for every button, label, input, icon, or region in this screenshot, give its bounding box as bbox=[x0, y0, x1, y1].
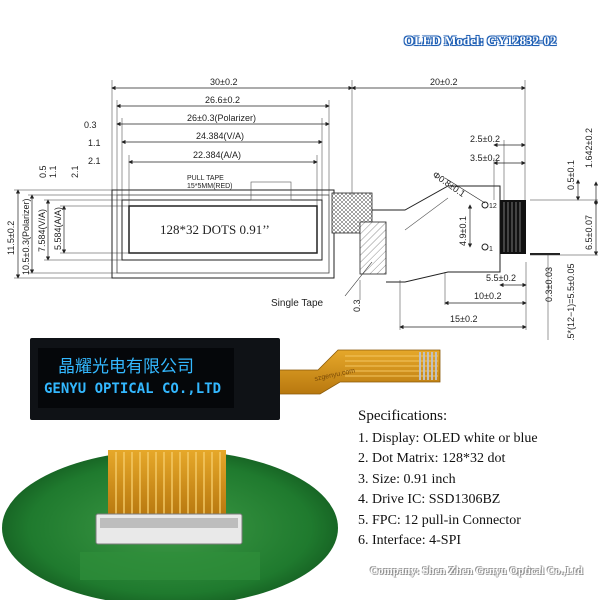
pull-tape-size: 15*5MM(RED) bbox=[187, 183, 233, 190]
display-line2: GENYU OPTICAL CO.,LTD bbox=[44, 381, 221, 397]
dim-24-va: 24.384(V/A) bbox=[196, 131, 244, 141]
dim-0-3: 0.3 bbox=[352, 299, 362, 312]
pcb-fpc-tail bbox=[108, 450, 226, 516]
specifications: Specifications: 1. Display: OLED white o… bbox=[358, 406, 598, 552]
tape-hatch bbox=[359, 221, 387, 275]
label-0-3: 0.3 bbox=[84, 120, 97, 130]
company-name: Company: Shen Zhen Genyu Optical Co.,Ltd bbox=[370, 565, 584, 577]
dim-0-5-left: 0.5 bbox=[38, 165, 48, 178]
dim-pitch: P0.5*(12−1)=5.5±0.05 bbox=[566, 263, 576, 340]
single-tape-label: Single Tape bbox=[271, 298, 324, 309]
dim-20: 20±0.2 bbox=[430, 77, 457, 87]
label-1-1: 1.1 bbox=[88, 138, 101, 148]
pcb-trace-area bbox=[80, 552, 260, 580]
alignment-hole-bottom bbox=[481, 243, 489, 251]
dim-5-584: 5.584(A/A) bbox=[53, 207, 63, 250]
phi-leader bbox=[444, 177, 486, 204]
display-line1: 晶耀光电有限公司 bbox=[58, 357, 194, 377]
oled-screen bbox=[38, 348, 234, 408]
pull-tape-box bbox=[250, 181, 292, 201]
dim-26-polarizer: 26±0.3(Polarizer) bbox=[187, 113, 256, 123]
polarizer-outline bbox=[116, 194, 330, 274]
spec-item-dot-matrix: 2. Dot Matrix: 128*32 dot bbox=[358, 451, 506, 466]
alignment-hole-top bbox=[481, 201, 489, 209]
dim-10: 10±0.2 bbox=[474, 291, 501, 301]
dim-0-3-003: 0.3±0.03 bbox=[544, 267, 554, 302]
fpc-bend-line bbox=[404, 197, 449, 231]
dim-7-584: 7.584(V/A) bbox=[37, 209, 47, 252]
zif-latch bbox=[100, 518, 238, 528]
dim-5-5: 5.5±0.2 bbox=[486, 273, 516, 283]
dim-4-9: 4.9±0.1 bbox=[458, 216, 468, 246]
dim-3-5: 3.5±0.2 bbox=[470, 153, 500, 163]
dim-6-5: 6.5±0.07 bbox=[584, 215, 594, 250]
spec-item-display: 1. Display: OLED white or blue bbox=[358, 430, 538, 446]
screen-label: 128*32 DOTS 0.91’’ bbox=[160, 222, 270, 237]
dim-30: 30±0.2 bbox=[210, 77, 237, 87]
single-tape-leader bbox=[344, 261, 373, 297]
mechanical-drawing: 30±0.2 26.6±0.2 26±0.3(Polarizer) 24.384… bbox=[6, 77, 599, 340]
pin-1: 1 bbox=[489, 246, 493, 253]
dim-phi: Φ0.8±0.1 bbox=[431, 169, 467, 199]
dim-10-5-polarizer: 10.5±0.3(Polarizer) bbox=[21, 199, 31, 275]
dim-1-642: 1.642±0.2 bbox=[584, 128, 594, 168]
pin-12: 12 bbox=[489, 203, 497, 210]
dim-11-5: 11.5±0.2 bbox=[6, 221, 16, 255]
spec-item-size: 3. Size: 0.91 inch bbox=[358, 471, 456, 487]
model-title: OLED Model: GY12832-02 bbox=[404, 33, 557, 48]
dim-26-6: 26.6±0.2 bbox=[205, 95, 240, 105]
dim-2-1-left: 2.1 bbox=[70, 165, 80, 178]
label-2-1: 2.1 bbox=[88, 156, 101, 166]
active-area bbox=[128, 205, 318, 254]
spec-item-fpc: 5. FPC: 12 pull-in Connector bbox=[358, 512, 521, 528]
dim-2-5: 2.5±0.2 bbox=[470, 134, 500, 144]
spec-item-drive-ic: 4. Drive IC: SSD1306BZ bbox=[358, 492, 501, 507]
dim-22-aa: 22.384(A/A) bbox=[193, 150, 241, 160]
dim-0-5-right: 0.5±0.1 bbox=[566, 160, 576, 190]
connector-pins bbox=[500, 200, 526, 254]
dim-15: 15±0.2 bbox=[450, 314, 477, 324]
spec-item-interface: 6. Interface: 4-SPI bbox=[358, 533, 462, 548]
module-photo: szgenyu.com 晶耀光电有限公司 GENYU OPTICAL CO.,L… bbox=[2, 338, 441, 600]
glass-outline bbox=[111, 189, 335, 279]
dim-1-1-left: 1.1 bbox=[48, 165, 58, 178]
viewing-area bbox=[121, 199, 323, 261]
pull-tape-label: PULL TAPE bbox=[187, 175, 224, 182]
specs-heading: Specifications: bbox=[358, 408, 448, 424]
